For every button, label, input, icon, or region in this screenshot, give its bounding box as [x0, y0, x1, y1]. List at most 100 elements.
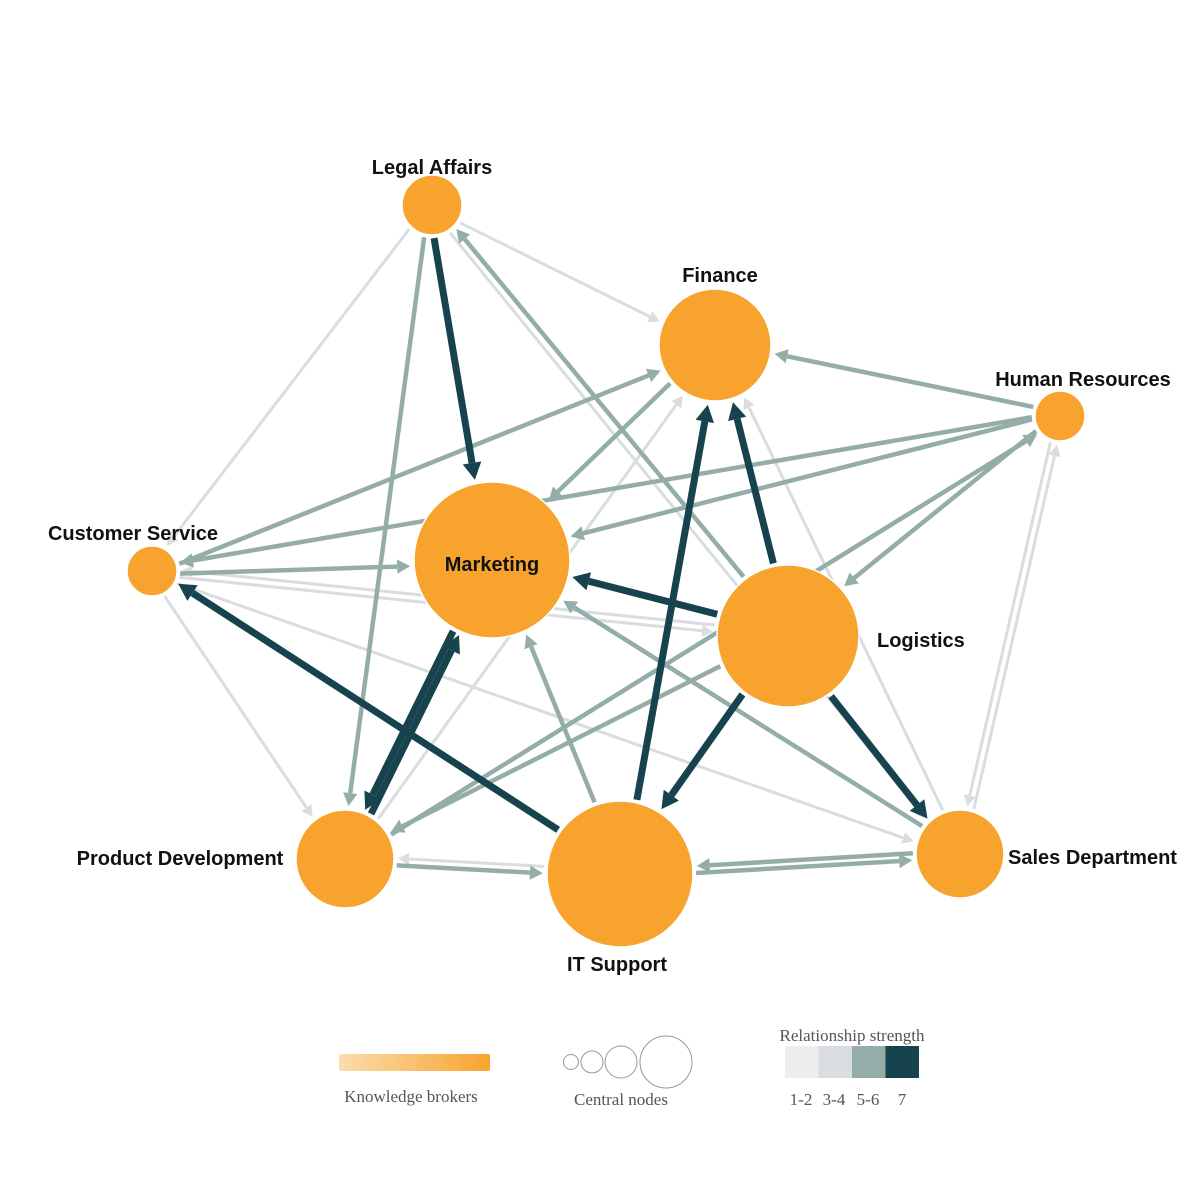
edge-arrowhead [462, 461, 482, 480]
edge-line [180, 564, 398, 576]
edges-layer [163, 221, 1061, 880]
strength-swatch-3-4 [818, 1046, 852, 1078]
node-customer[interactable] [126, 545, 178, 597]
edge-arrowhead [701, 624, 713, 637]
node-sales[interactable] [915, 809, 1005, 899]
edge-arrowhead [898, 853, 913, 869]
central-nodes-circle-large [604, 1045, 638, 1079]
legend-knowledge-brokers: Knowledge brokers [339, 1054, 490, 1106]
edge-line [587, 577, 719, 618]
edge-arrowhead [572, 572, 592, 591]
edge-arrowhead [570, 526, 585, 541]
edge-line [633, 420, 709, 801]
node-label-legal: Legal Affairs [372, 157, 492, 179]
edge-arrowhead [301, 804, 313, 817]
edge-arrowhead [661, 789, 679, 810]
edge-sales-to-it [696, 851, 914, 873]
edge-arrowhead [443, 635, 460, 655]
edge-arrowhead [844, 572, 859, 587]
node-logistics[interactable] [716, 564, 860, 708]
edge-line [178, 373, 650, 566]
edge-line [573, 605, 924, 828]
edge-line [172, 228, 411, 539]
edge-arrowhead [774, 349, 789, 364]
central-nodes-circle-small [563, 1054, 579, 1070]
central-nodes-circle-xlarge [639, 1035, 693, 1089]
node-label-finance: Finance [682, 265, 758, 287]
strength-tick-5-6: 5-6 [857, 1090, 880, 1109]
edge-arrowhead [529, 865, 543, 880]
edge-arrowhead [456, 229, 471, 244]
edge-customer-to-product [163, 595, 313, 817]
edge-customer-to-finance [178, 368, 661, 566]
edge-it-to-marketing [524, 634, 597, 804]
node-label-sales: Sales Department [1008, 847, 1177, 869]
edge-line [786, 354, 1034, 410]
edge-line [367, 648, 455, 816]
edge-product-to-it [396, 863, 543, 880]
edge-line [401, 664, 722, 829]
edge-product-to-hr [389, 434, 1038, 837]
node-it[interactable] [546, 800, 694, 948]
edge-arrowhead [364, 790, 382, 810]
node-label-customer: Customer Service [48, 523, 218, 545]
node-hr[interactable] [1034, 390, 1086, 442]
node-label-product: Product Development [77, 848, 284, 870]
edge-arrowhead [396, 559, 411, 574]
node-label-it: IT Support [567, 954, 667, 976]
edge-arrowhead [909, 799, 928, 819]
strength-swatch-5-6 [852, 1046, 886, 1078]
edge-arrowhead [695, 404, 714, 424]
node-label-hr: Human Resources [995, 369, 1171, 391]
edge-legal-to-marketing [430, 237, 482, 480]
edge-hr-to-sales [963, 442, 1052, 807]
edge-customer-to-marketing [180, 559, 411, 576]
edge-line [968, 442, 1052, 797]
edge-line [396, 863, 531, 875]
edge-line [582, 417, 1033, 536]
edge-logistics-to-legal [456, 229, 746, 579]
node-label-logistics: Logistics [877, 630, 965, 652]
edge-logistics-to-finance [728, 402, 777, 565]
edge-logistics-to-sales [828, 694, 928, 819]
edge-arrowhead [743, 397, 755, 411]
edge-logistics-to-product [390, 664, 722, 833]
edge-customer-to-sales [176, 582, 914, 844]
edge-line [556, 381, 672, 494]
edge-arrowhead [563, 600, 579, 614]
legend: Knowledge brokers Central nodes Relation… [339, 1026, 925, 1109]
edge-arrowhead [548, 486, 563, 501]
edge-line [529, 645, 597, 804]
edge-logistics-to-it [661, 692, 746, 810]
edge-hr-to-customer [180, 415, 1033, 568]
edge-line [828, 694, 920, 808]
edge-line [369, 629, 457, 797]
node-marketing[interactable] [413, 481, 571, 639]
node-finance[interactable] [658, 288, 772, 402]
legend-central-nodes: Central nodes [563, 1035, 693, 1109]
edge-hr-to-marketing [570, 417, 1033, 541]
edge-sales-to-hr [972, 445, 1061, 810]
edge-it-to-customer [178, 583, 561, 833]
edge-arrowhead [166, 533, 179, 546]
knowledge-brokers-gradient-bar [339, 1054, 490, 1071]
edge-arrowhead [647, 311, 660, 323]
edge-line [695, 858, 900, 876]
node-product[interactable] [295, 809, 395, 909]
edge-line [190, 590, 561, 833]
node-label-marketing: Marketing [445, 554, 539, 576]
edge-line [709, 851, 914, 868]
edge-line [192, 415, 1033, 563]
edge-arrowhead [398, 852, 410, 865]
edge-legal-to-finance [459, 221, 660, 323]
knowledge-brokers-label: Knowledge brokers [344, 1087, 478, 1106]
edge-line [462, 237, 746, 579]
edge-arrowhead [696, 858, 711, 873]
edge-line [389, 439, 1028, 837]
strength-tick-3-4: 3-4 [823, 1090, 846, 1109]
node-legal[interactable] [401, 174, 463, 236]
edge-sales-to-marketing [563, 600, 924, 828]
edge-line [459, 221, 651, 318]
edge-line [430, 237, 476, 464]
strength-tick-7: 7 [898, 1090, 907, 1109]
